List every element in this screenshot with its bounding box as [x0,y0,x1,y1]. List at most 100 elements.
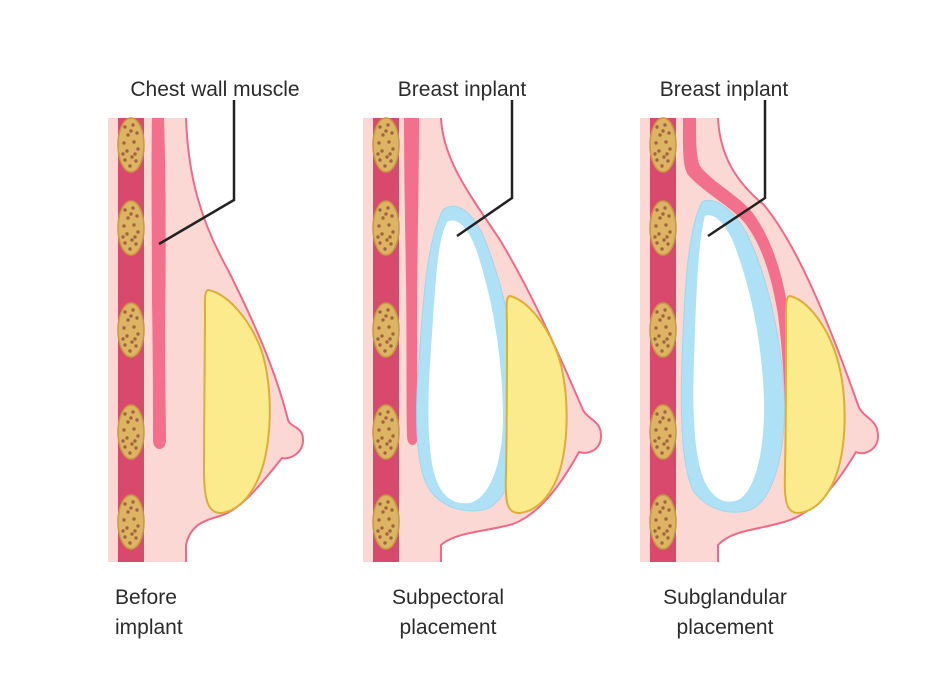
rib-speckle [378,208,382,212]
rib-speckle [653,152,657,156]
rib-speckle [121,529,125,533]
rib-speckle [129,212,133,216]
rib-speckle [381,510,385,514]
rib-speckle [380,436,384,440]
ribs [649,117,677,550]
rib-speckle [385,442,389,446]
rib-speckle [385,532,389,536]
rib-speckle [381,133,385,137]
rib-speckle [132,427,136,431]
rib-speckle [387,223,391,227]
rib-speckle [655,535,659,539]
rib-speckle [662,442,666,446]
rib-speckle [386,410,390,414]
rib-speckle [136,524,140,528]
rib-speckle [389,344,393,348]
rib [117,494,145,550]
rib-speckle [385,155,389,159]
rib-speckle [657,334,661,338]
chest-wall-muscle [682,118,794,412]
rib-speckle [387,427,391,431]
rib-speckle [378,343,382,347]
leader-line-breast-implant [456,100,514,238]
rib-speckle [668,230,672,234]
skin-outline [717,117,880,562]
rib-speckle [663,500,667,504]
rib-speckle [377,141,381,145]
rib-speckle [386,308,390,312]
rib-speckle [664,427,668,431]
rib-speckle [665,529,669,533]
rib-speckle [135,508,139,512]
rib-speckle [391,434,395,438]
rib-speckle [389,159,393,163]
label-breast-implant: Breast inplant [660,78,789,101]
rib-speckle [383,451,387,455]
rib-speckle [667,316,671,320]
rib-speckle [129,129,133,133]
rib-speckle [653,235,657,239]
rib-speckle [381,318,385,322]
rib-speckle [660,164,664,168]
rib-speckle [136,434,140,438]
rib-speckle [655,158,659,162]
rib-speckle [386,206,390,210]
rib-speckle [123,310,127,314]
rib-speckle [658,420,662,424]
caption-subpectoral-line1: Subpectoral [392,586,504,609]
rib-speckle [387,325,391,329]
rib-speckle [134,446,138,450]
rib-speckle [378,535,382,539]
rib-speckle [654,326,658,330]
rib-speckle [126,216,130,220]
rib-speckle [121,152,125,156]
rib-speckle [385,238,389,242]
rib-speckle [135,214,139,218]
rib-speckle [380,232,384,236]
rib-speckle [661,212,665,216]
rib-speckle [126,133,130,137]
rib-speckle [385,340,389,344]
rib-speckle [122,326,126,330]
rib-speckle [668,147,672,151]
rib-speckle [134,159,138,163]
rib [117,117,145,173]
rib-speckle [654,428,658,432]
rib-speckle [387,140,391,144]
rib-speckle [390,214,394,218]
label-chest-wall-muscle: Chest wall muscle [130,78,299,101]
rib-speckle [661,129,665,133]
rib-speckle [662,238,666,242]
panel-before-implant: Chest wall muscle Before implant [108,78,305,639]
rib-speckle [123,412,127,416]
rib-speckle [128,164,132,168]
rib [649,494,677,550]
rib [372,404,400,460]
rib-speckle [389,446,393,450]
rib-speckle [387,517,391,521]
rib-speckle [135,316,139,320]
rib-speckle [126,420,130,424]
rib-speckle [383,164,387,168]
rib-speckle [661,506,665,510]
rib-speckle [136,147,140,151]
rib-speckle [123,535,127,539]
rib-speckle [666,344,670,348]
rib-speckle [662,155,666,159]
rib-speckle [388,337,392,341]
rib-speckle [391,230,395,234]
rib-speckle [129,506,133,510]
rib-speckle [131,410,135,414]
rib-speckle [129,416,133,420]
rib-speckle [663,308,667,312]
rib-speckle [378,241,382,245]
rib-speckle [386,500,390,504]
rib-speckle [663,123,667,127]
rib-speckle [384,212,388,216]
rib-speckle [126,318,130,322]
rib-speckle [391,332,395,336]
rib-speckle [134,344,138,348]
rib-speckle [125,526,129,530]
